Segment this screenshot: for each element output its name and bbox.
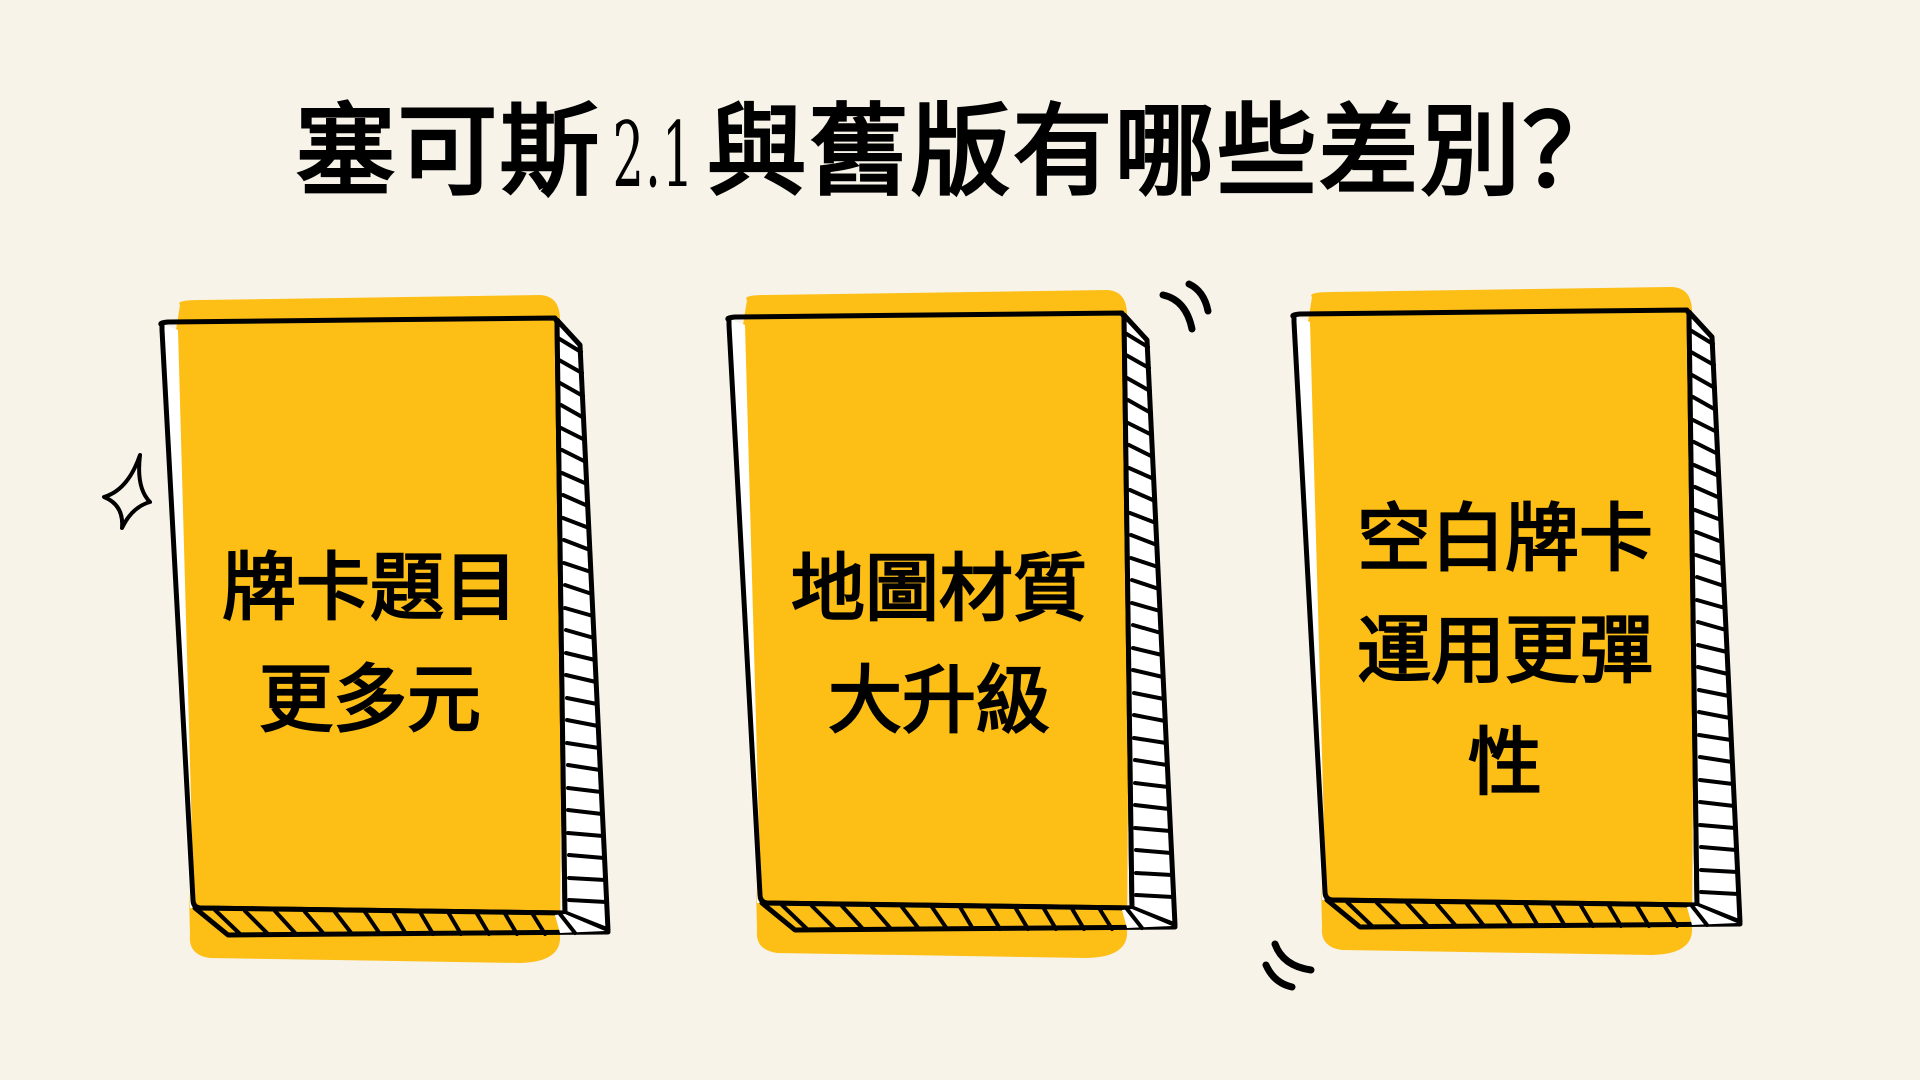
card-3-text: 空白牌卡 運用更彈 性	[1295, 483, 1715, 819]
card-2-line-2: 大升級	[828, 658, 1050, 744]
motion-lines-icon-top	[1159, 280, 1212, 333]
card-2-line-1: 地圖材質	[791, 546, 1087, 632]
card-3-line-3: 性	[1468, 720, 1542, 806]
card-2-text: 地圖材質 大升級	[729, 533, 1149, 757]
card-1-text: 牌卡題目 更多元	[160, 532, 580, 756]
sparkle-icon	[102, 453, 152, 530]
card-1-line-2: 更多元	[259, 657, 481, 743]
card-1-line-1: 牌卡題目	[222, 545, 518, 631]
motion-lines-icon-bottom	[1262, 940, 1315, 991]
title-prefix: 塞可斯	[295, 93, 602, 210]
title-version: 2.1	[612, 103, 696, 208]
card-3-line-1: 空白牌卡	[1357, 496, 1653, 582]
card-3-line-2: 運用更彈	[1357, 608, 1653, 694]
title-suffix: 與舊版有哪些差別？	[706, 93, 1625, 210]
